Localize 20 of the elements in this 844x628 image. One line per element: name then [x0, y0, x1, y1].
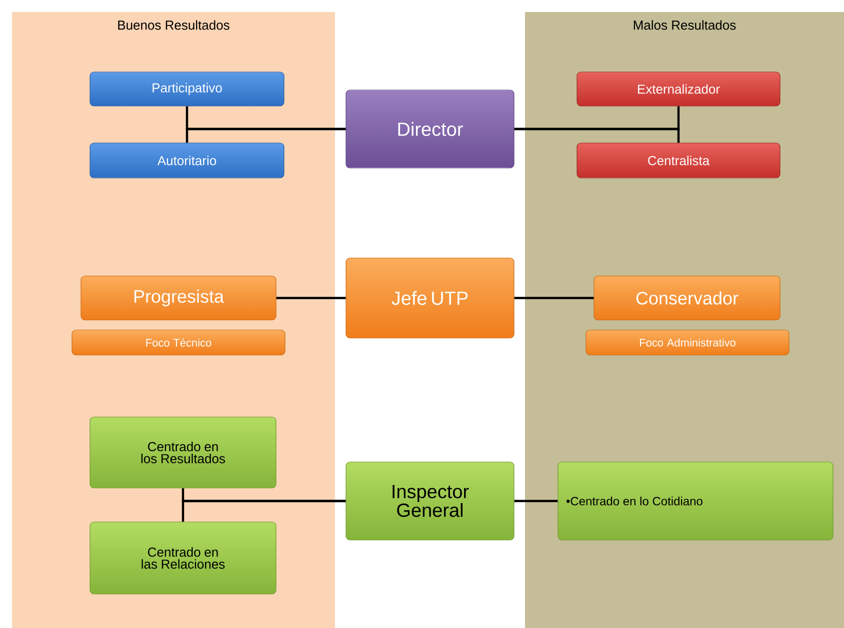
process-box: Externalizador — [576, 72, 780, 106]
process-box: Participativo — [90, 72, 284, 106]
connector-line — [186, 128, 346, 143]
process-box: •Centrado en lo Cotidiano — [558, 462, 834, 540]
connector-line — [514, 128, 680, 143]
process-box: Conservador — [594, 276, 780, 320]
connector-line — [276, 296, 346, 300]
process-box: Progresista — [80, 276, 276, 320]
process-box: Centralista — [576, 142, 780, 178]
connector-line — [514, 296, 594, 300]
process-box: Centrado en las Relaciones — [90, 522, 276, 594]
process-box: Jefe UTP — [346, 258, 514, 338]
process-box: Autoritario — [90, 142, 284, 178]
process-box: Director — [346, 90, 514, 168]
process-box: Centrado en los Resultados — [90, 416, 276, 488]
connector-line — [182, 500, 346, 522]
connector-line — [514, 500, 558, 502]
process-box: Foco Técnico — [72, 330, 286, 356]
process-box: Foco Administrativo — [586, 330, 790, 356]
process-box: Inspector General — [346, 462, 514, 540]
